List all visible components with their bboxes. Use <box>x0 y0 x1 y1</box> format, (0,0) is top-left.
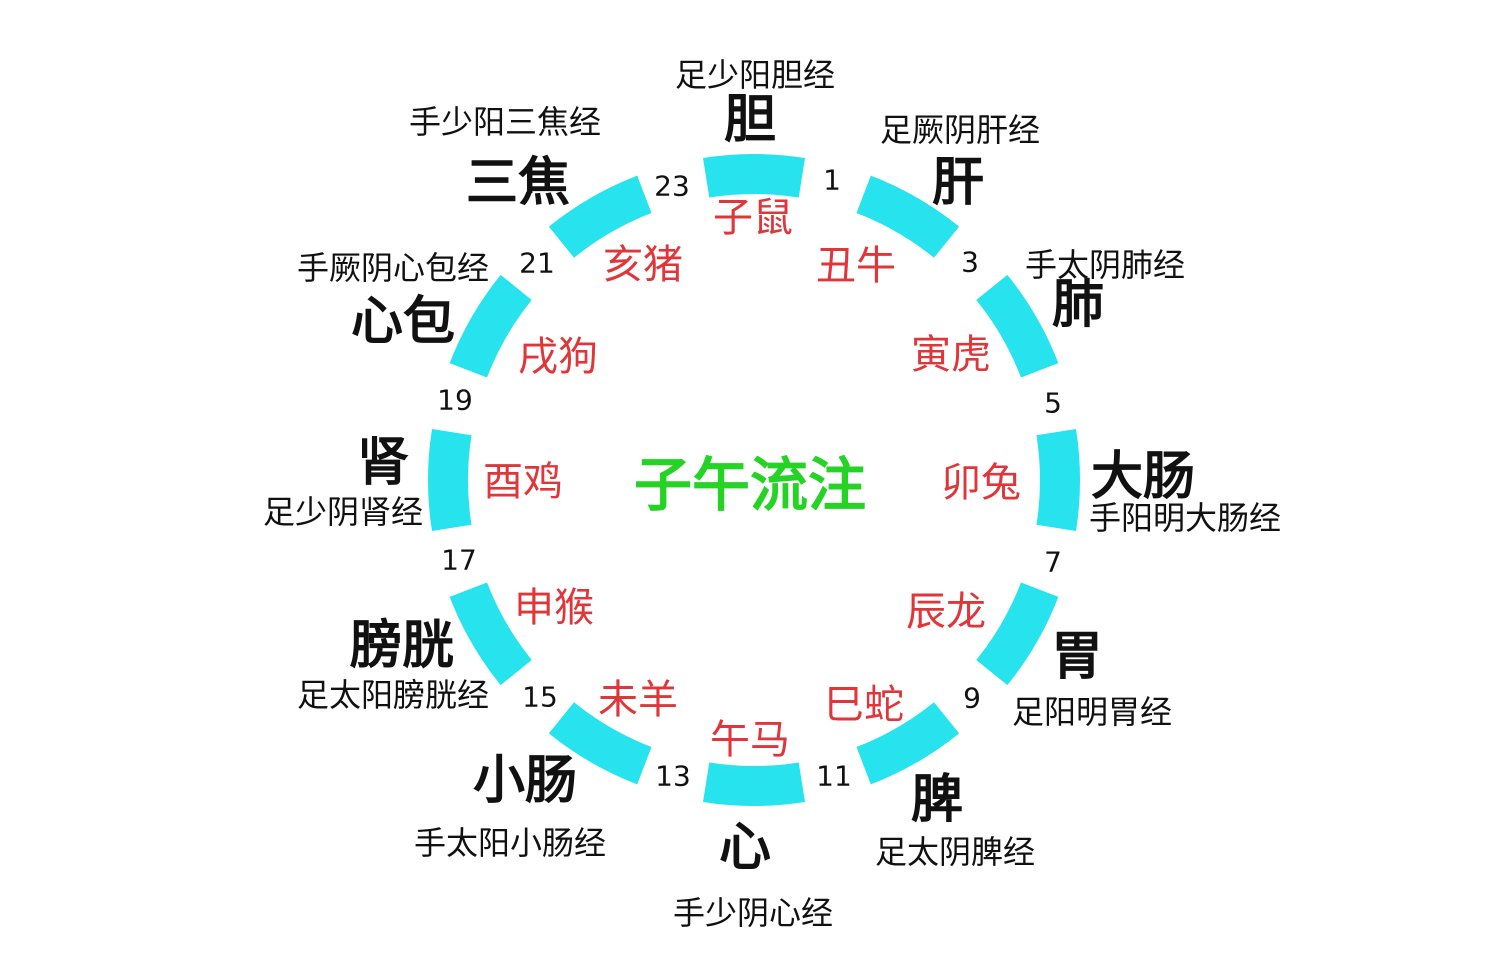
segment-si-spleen: 巳蛇 脾 足太阴脾经 <box>824 682 1035 871</box>
arc-segment-mao <box>1036 429 1080 531</box>
meridian-label-kidney: 足少阴肾经 <box>263 493 423 531</box>
hour-label-1: 1 <box>823 164 841 197</box>
segment-yin-lung: 寅虎 肺 手太阴肺经 <box>911 246 1185 378</box>
meridian-label-spleen: 足太阴脾经 <box>875 833 1035 871</box>
meridian-label-pericardium: 手厥阴心包经 <box>297 249 489 287</box>
segment-wu-heart: 午马 心 手少阴心经 <box>673 717 833 932</box>
hour-label-7: 7 <box>1044 546 1062 579</box>
arc-segment-wu <box>703 762 805 806</box>
zodiac-label-zi: 子鼠 <box>713 195 793 241</box>
meridian-label-liver: 足厥阴肝经 <box>880 111 1040 149</box>
organ-label-sanjiao: 三焦 <box>466 153 570 213</box>
organ-label-large-intestine: 大肠 <box>1091 447 1195 507</box>
zodiac-label-wu: 午马 <box>710 717 790 763</box>
segment-chou-liver: 丑牛 肝 足厥阴肝经 <box>816 111 1040 289</box>
arc-segment-chou <box>856 175 960 258</box>
zodiac-label-chen: 辰龙 <box>906 589 986 635</box>
segment-you-kidney: 酉鸡 肾 足少阴肾经 <box>263 429 563 531</box>
diagram-title: 子午流注 <box>634 451 866 519</box>
meridian-label-bladder: 足太阳膀胱经 <box>297 676 489 714</box>
meridian-label-large-intestine: 手阳明大肠经 <box>1089 499 1281 537</box>
segment-chen-stomach: 辰龙 胃 足阳明胃经 <box>906 582 1172 731</box>
zodiac-label-yin: 寅虎 <box>911 332 991 378</box>
organ-label-spleen: 脾 <box>911 770 963 830</box>
zodiac-label-si: 巳蛇 <box>824 682 904 728</box>
hour-label-5: 5 <box>1044 387 1062 420</box>
zodiac-label-hai: 亥猪 <box>603 242 683 288</box>
hour-markers: 1 3 5 7 9 11 13 15 17 19 21 23 <box>437 164 1062 793</box>
organ-label-heart: 心 <box>719 818 771 878</box>
meridian-label-stomach: 足阳明胃经 <box>1012 693 1172 731</box>
meridian-label-gallbladder: 足少阳胆经 <box>675 56 835 94</box>
meridian-label-small-intestine: 手太阳小肠经 <box>414 824 606 862</box>
organ-label-liver: 肝 <box>932 153 984 213</box>
arc-segment-chen <box>976 582 1059 686</box>
hour-label-11: 11 <box>816 760 852 793</box>
segment-zi-gallbladder: 子鼠 胆 足少阳胆经 <box>675 56 835 241</box>
segment-wei-small-intestine: 未羊 小肠 手太阳小肠经 <box>414 677 678 862</box>
arc-segment-hai <box>548 175 652 258</box>
hour-label-3: 3 <box>961 246 979 279</box>
hour-label-9: 9 <box>963 682 981 715</box>
hour-label-21: 21 <box>519 247 555 280</box>
segment-hai-sanjiao: 亥猪 三焦 手少阳三焦经 <box>409 103 683 288</box>
meridian-label-heart: 手少阴心经 <box>673 894 833 932</box>
arc-segment-shen <box>449 582 532 686</box>
organ-label-lung: 肺 <box>1052 275 1104 335</box>
zodiac-label-xu: 戌狗 <box>518 334 598 380</box>
arc-segment-yin <box>976 274 1059 378</box>
hour-label-17: 17 <box>441 544 477 577</box>
segment-mao-large-intestine: 卯兔 大肠 手阳明大肠经 <box>941 429 1281 537</box>
hour-label-15: 15 <box>522 681 558 714</box>
zodiac-label-you: 酉鸡 <box>483 459 563 505</box>
zodiac-label-shen: 申猴 <box>514 585 594 631</box>
arc-segment-zi <box>703 154 805 198</box>
zodiac-label-wei: 未羊 <box>598 677 678 723</box>
meridian-label-lung: 手太阴肺经 <box>1025 246 1185 284</box>
arc-segment-wei <box>548 702 652 785</box>
zodiac-label-chou: 丑牛 <box>816 243 896 289</box>
organ-label-gallbladder: 胆 <box>724 90 776 150</box>
arc-segment-xu <box>449 274 532 378</box>
arc-segment-si <box>856 702 960 785</box>
organ-label-pericardium: 心包 <box>351 292 455 352</box>
hour-label-19: 19 <box>437 384 473 417</box>
segment-shen-bladder: 申猴 膀胱 足太阳膀胱经 <box>297 582 594 714</box>
organ-label-kidney: 肾 <box>357 433 409 493</box>
hour-label-13: 13 <box>655 760 691 793</box>
organ-label-bladder: 膀胱 <box>350 616 454 676</box>
segment-xu-pericardium: 戌狗 心包 手厥阴心包经 <box>297 249 598 380</box>
organ-label-stomach: 胃 <box>1051 627 1103 687</box>
organ-label-small-intestine: 小肠 <box>473 751 577 811</box>
zodiac-label-mao: 卯兔 <box>941 460 1021 506</box>
meridian-label-sanjiao: 手少阳三焦经 <box>409 103 601 141</box>
arc-segment-you <box>428 429 472 531</box>
hour-label-23: 23 <box>654 170 690 203</box>
